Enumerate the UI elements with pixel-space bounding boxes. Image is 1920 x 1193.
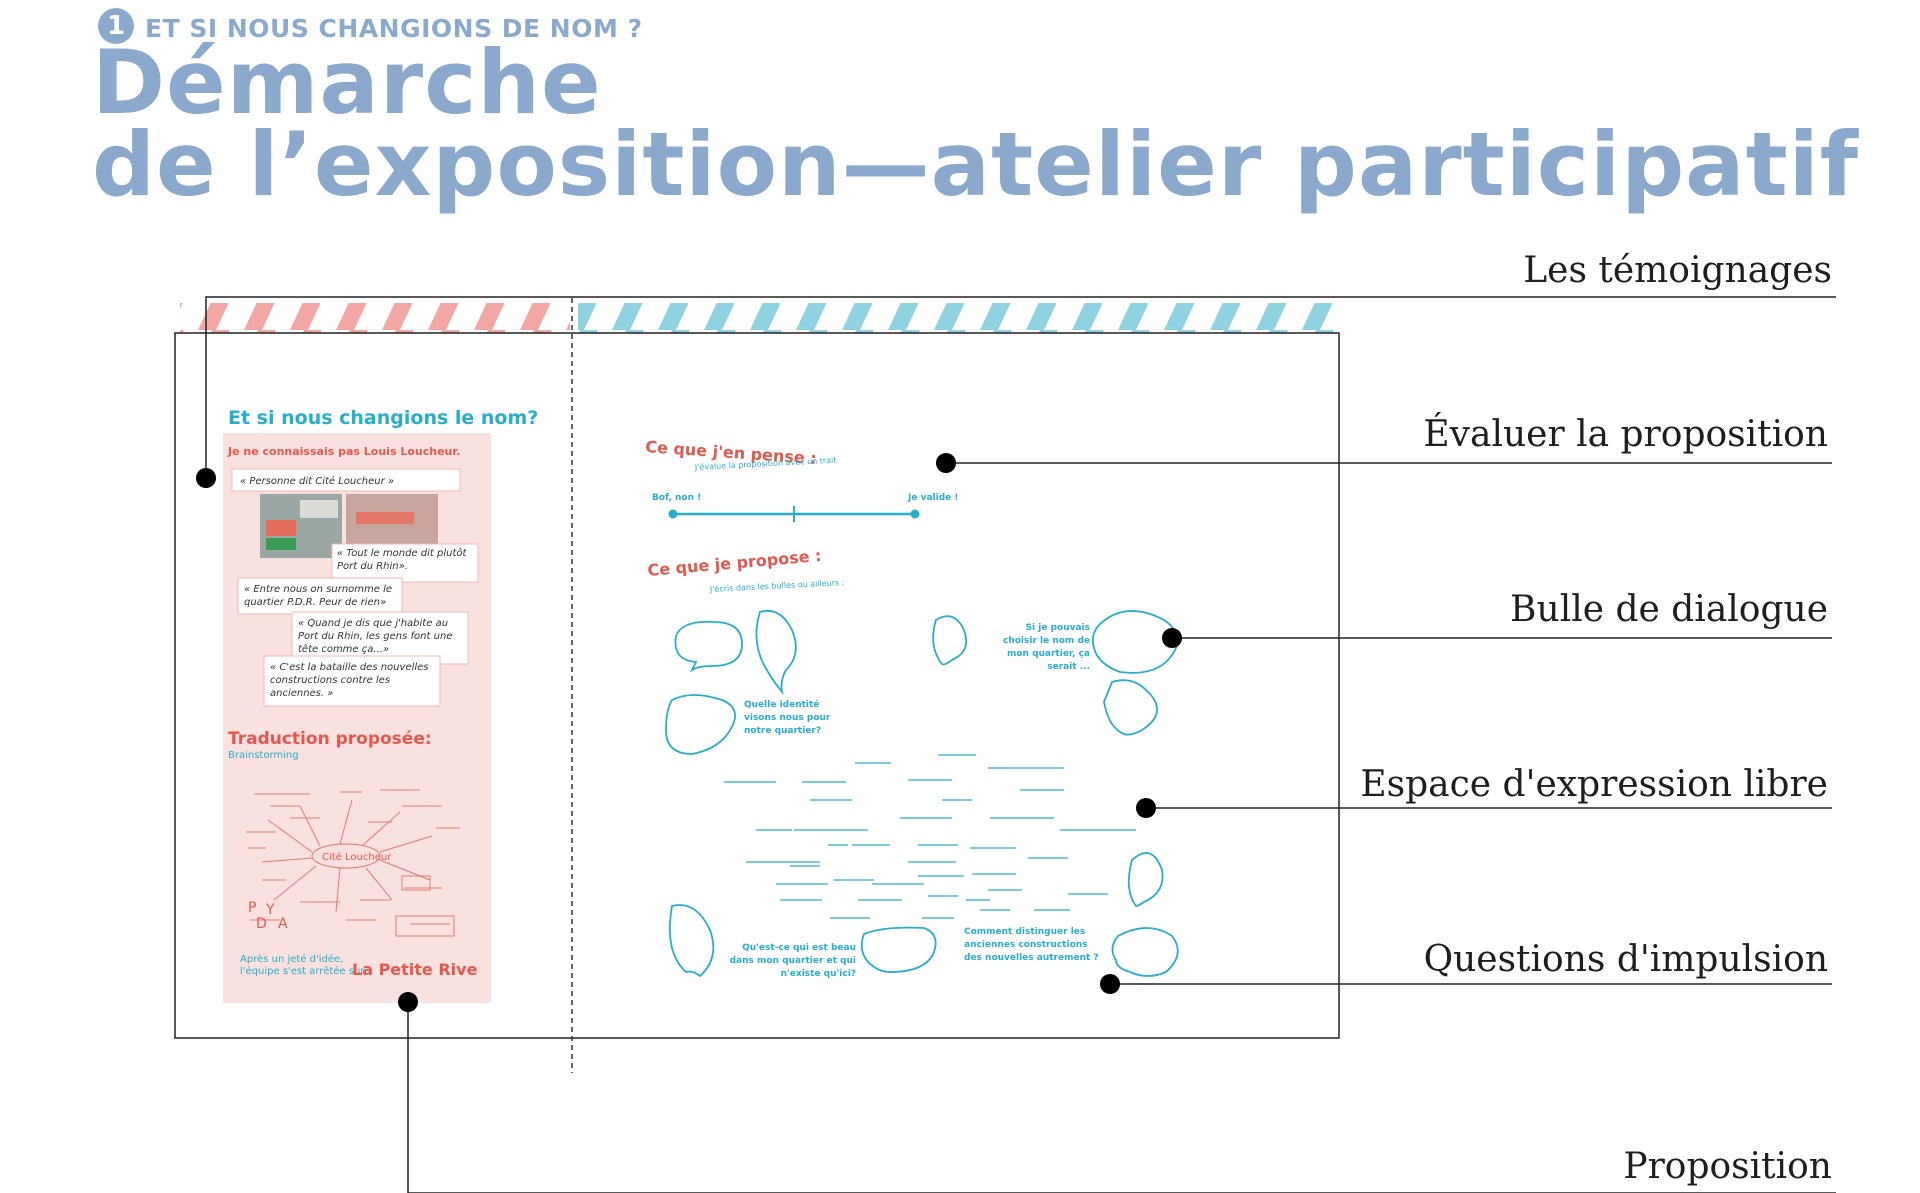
- speech-bubbles[interactable]: [665, 609, 1179, 978]
- callout-evaluer: Évaluer la proposition: [1423, 414, 1828, 455]
- question-4b: anciennes constructions: [964, 940, 1088, 950]
- question-4c: des nouvelles autrement ?: [964, 953, 1099, 963]
- question-4: Comment distinguer les anciennes constru…: [964, 927, 1099, 963]
- question-3: Qu'est-ce qui est beau dans mon quartier…: [730, 943, 856, 979]
- brainstorm-letter-y: Y: [265, 902, 275, 918]
- brainstorm-letter-d: D: [256, 916, 267, 932]
- translation-heading: Traduction proposée:: [228, 729, 432, 749]
- brainstorm-center: Cité Loucheur: [322, 851, 392, 863]
- rating-scale[interactable]: [668, 506, 920, 522]
- outro-line-b: l'équipe s'est arrêtée sur :: [240, 965, 371, 977]
- callout-espace: Espace d'expression libre: [1360, 764, 1828, 805]
- question-3b: dans mon quartier et qui: [730, 956, 856, 966]
- dot-bulle: [1162, 628, 1182, 648]
- quote-3a: « Entre nous on surnomme le: [244, 584, 392, 595]
- quote-4b: Port du Rhin, les gens font une: [298, 631, 452, 642]
- brainstorm-letter-a: A: [278, 916, 288, 932]
- outro-line-a: Après un jeté d'idée,: [240, 953, 343, 965]
- quote-4c: tête comme ça...»: [298, 643, 389, 655]
- brainstorming-label: Brainstorming: [228, 750, 299, 761]
- dot-proposition: [398, 992, 418, 1012]
- question-2d: serait ...: [1047, 662, 1090, 672]
- propose-subtitle: J'écris dans les bulles ou ailleurs :: [709, 577, 845, 594]
- question-2c: mon quartier, ça: [1007, 649, 1090, 659]
- question-2: Si je pouvais choisir le nom de mon quar…: [1003, 623, 1090, 672]
- callout-bulle: Bulle de dialogue: [1510, 589, 1828, 630]
- question-1a: Quelle identité: [744, 699, 819, 710]
- quote-5a: « C'est la bataille des nouvelles: [270, 662, 429, 673]
- pink-stripe-band: [180, 303, 570, 333]
- left-panel-intro: Je ne connaissais pas Louis Loucheur.: [227, 445, 460, 458]
- free-expression-dashes: [724, 754, 1136, 919]
- left-panel-heading: Et si nous changions le nom?: [228, 407, 538, 429]
- section-number-badge: 1: [98, 8, 134, 44]
- brainstorm-letter-p: P: [248, 900, 256, 916]
- blue-stripe-band: [578, 303, 1338, 333]
- final-name: La Petite Rive: [352, 960, 478, 979]
- callout-temoignages: Les témoignages: [1523, 250, 1832, 291]
- dot-espace: [1136, 798, 1156, 818]
- scale-left-label: Bof, non !: [652, 493, 701, 503]
- section-kicker: ET SI NOUS CHANGIONS DE NOM ?: [145, 14, 643, 43]
- quote-2b: Port du Rhin».: [337, 561, 408, 572]
- page-title-line-2: de l’exposition—atelier participatif: [92, 113, 1860, 216]
- dot-evaluer: [936, 453, 956, 473]
- question-2b: choisir le nom de: [1003, 636, 1090, 646]
- question-1b: visons nous pour: [744, 713, 831, 723]
- question-3a: Qu'est-ce qui est beau: [742, 943, 856, 953]
- question-4a: Comment distinguer les: [964, 927, 1085, 937]
- testimonial-quotes: « Personne dit Cité Loucheur » « Tout le…: [231, 468, 479, 707]
- quote-1: « Personne dit Cité Loucheur »: [240, 475, 394, 487]
- quote-4a: « Quand je dis que j'habite au: [298, 618, 448, 629]
- scale-right-label: Je valide !: [907, 493, 958, 503]
- dot-questions: [1100, 974, 1120, 994]
- question-3c: n'existe qu'ici?: [781, 969, 856, 979]
- exhibition-frame: [174, 332, 1340, 1039]
- quote-2a: « Tout le monde dit plutôt: [337, 547, 467, 559]
- question-2a: Si je pouvais: [1026, 623, 1090, 633]
- dot-temoignages: [196, 468, 216, 488]
- quote-5c: anciennes. »: [270, 688, 333, 699]
- callout-leaders: [205, 296, 1836, 1193]
- quote-5b: constructions contre les: [270, 675, 390, 686]
- propose-heading: Ce que je propose :: [647, 546, 822, 580]
- callout-questions: Questions d'impulsion: [1423, 939, 1828, 980]
- quote-3b: quartier P.D.R. Peur de rien»: [244, 597, 386, 608]
- brainstorm-sketch: [246, 789, 460, 937]
- callout-proposition: Proposition: [1623, 1146, 1832, 1187]
- question-1c: notre quartier?: [744, 726, 821, 736]
- page-title-line-1: Démarche: [92, 31, 602, 134]
